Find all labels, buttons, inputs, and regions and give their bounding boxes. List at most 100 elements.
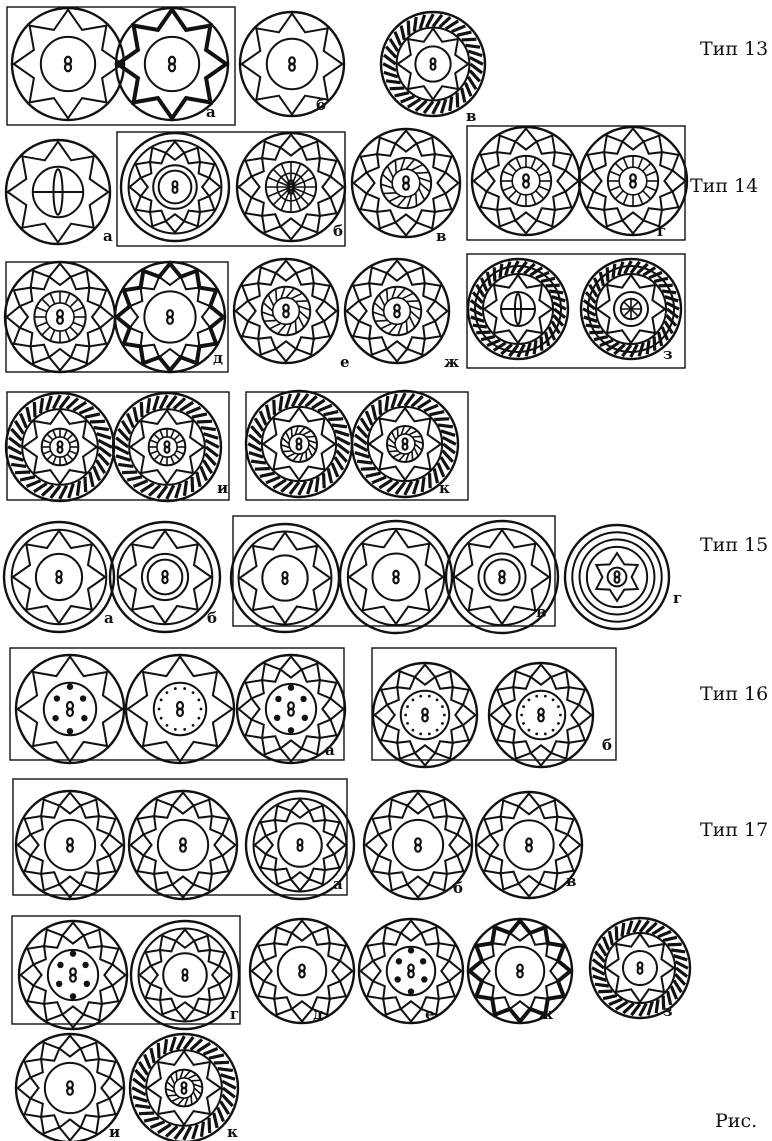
radial-spoke xyxy=(412,436,421,437)
radial-spoke xyxy=(397,197,406,207)
bead-bottom xyxy=(431,64,436,70)
radial-spoke xyxy=(516,158,520,168)
dot xyxy=(396,958,402,964)
bead-bottom xyxy=(615,577,620,583)
hatch-stroke xyxy=(434,419,449,420)
medallions xyxy=(4,8,690,1141)
radial-spoke xyxy=(503,186,513,190)
ornament-medallion xyxy=(373,663,477,767)
radial-spoke xyxy=(387,289,388,302)
hatch-stroke xyxy=(593,976,606,980)
dot xyxy=(302,715,308,721)
radial-spoke xyxy=(295,301,308,302)
hatch-stroke xyxy=(659,285,673,286)
radial-spoke xyxy=(299,311,308,319)
hatch-stroke xyxy=(663,937,677,940)
radial-spoke xyxy=(409,306,421,310)
variant-letter: г xyxy=(657,222,666,240)
bead-bottom xyxy=(283,311,288,318)
variant-letter: а xyxy=(325,741,335,759)
bead-bottom xyxy=(538,715,543,722)
radial-spoke xyxy=(395,160,396,173)
dot xyxy=(420,958,426,964)
radial-spoke xyxy=(154,454,160,460)
hatch-stroke xyxy=(203,1048,217,1054)
radial-spoke xyxy=(291,293,302,299)
radial-spoke xyxy=(610,186,620,190)
hatch-stroke xyxy=(395,93,409,96)
radial-spoke xyxy=(303,431,311,435)
radial-spoke xyxy=(150,440,158,443)
ornament-medallion xyxy=(231,524,339,632)
hatch-stroke xyxy=(324,473,325,488)
ornament-medallion xyxy=(131,921,239,1029)
radial-spoke xyxy=(283,451,292,452)
bead-bottom xyxy=(70,975,76,982)
radial-spoke xyxy=(409,316,415,327)
hatch-stroke xyxy=(332,425,347,427)
radial-spoke xyxy=(171,430,174,438)
hatch-stroke xyxy=(318,405,332,411)
type-16-label: Тип 16 xyxy=(700,683,768,705)
radial-spoke xyxy=(150,451,158,454)
dot xyxy=(520,714,523,717)
variant-letter: к xyxy=(227,1123,238,1141)
radial-spoke xyxy=(409,431,417,435)
dot xyxy=(183,687,186,690)
hatch-stroke xyxy=(274,400,275,415)
radial-spoke xyxy=(539,186,549,190)
radial-spoke xyxy=(415,444,422,450)
radial-spoke xyxy=(623,158,627,168)
dot xyxy=(67,684,73,690)
variant-letter: е xyxy=(340,353,350,371)
variant-letter: а xyxy=(206,103,216,121)
radial-spoke xyxy=(64,430,67,438)
radial-spoke xyxy=(610,171,620,175)
hatch-stroke xyxy=(116,456,131,461)
hatch-stroke xyxy=(158,1043,159,1058)
hatch-stroke xyxy=(118,464,133,466)
hatch-stroke xyxy=(255,418,263,431)
hatch-stroke xyxy=(218,1069,233,1071)
bead-bottom xyxy=(58,447,63,453)
hatch-stroke xyxy=(414,17,416,32)
hatch-stroke xyxy=(654,337,655,351)
hatch-stroke xyxy=(422,477,424,492)
hatch-stroke xyxy=(204,434,219,439)
dot xyxy=(160,699,163,702)
hatch-stroke xyxy=(622,923,624,937)
dot xyxy=(81,715,87,721)
bead-bottom xyxy=(394,311,399,318)
radial-spoke xyxy=(399,454,405,461)
ornament-medallion xyxy=(381,12,485,116)
dot xyxy=(408,988,414,994)
bead-bottom xyxy=(638,968,643,974)
hatch-stroke xyxy=(47,396,52,411)
hatch-stroke xyxy=(192,477,193,492)
dot xyxy=(441,705,444,708)
hatch-stroke xyxy=(430,473,431,488)
hatch-stroke xyxy=(134,407,137,422)
hatch-stroke xyxy=(266,477,280,483)
dot xyxy=(428,732,431,735)
hatch-stroke xyxy=(176,484,181,499)
hatch-stroke xyxy=(201,466,207,480)
hatch-stroke xyxy=(122,421,130,434)
radial-spoke xyxy=(70,299,78,307)
dot xyxy=(419,695,422,698)
radial-spoke xyxy=(414,448,418,456)
hatch-stroke xyxy=(251,461,266,463)
radial-spoke xyxy=(291,428,292,437)
radial-spoke xyxy=(69,451,77,454)
hatch-stroke xyxy=(652,927,664,935)
hatch-stroke xyxy=(221,1075,236,1080)
variant-letter: д xyxy=(313,1005,323,1023)
hatch-stroke xyxy=(41,398,43,413)
dot xyxy=(436,729,439,732)
hatch-stroke xyxy=(418,400,431,408)
dot xyxy=(54,695,60,701)
hatch-stroke xyxy=(308,480,312,494)
bead-bottom xyxy=(56,577,61,583)
radial-spoke xyxy=(67,434,73,440)
radial-spoke xyxy=(539,171,549,175)
